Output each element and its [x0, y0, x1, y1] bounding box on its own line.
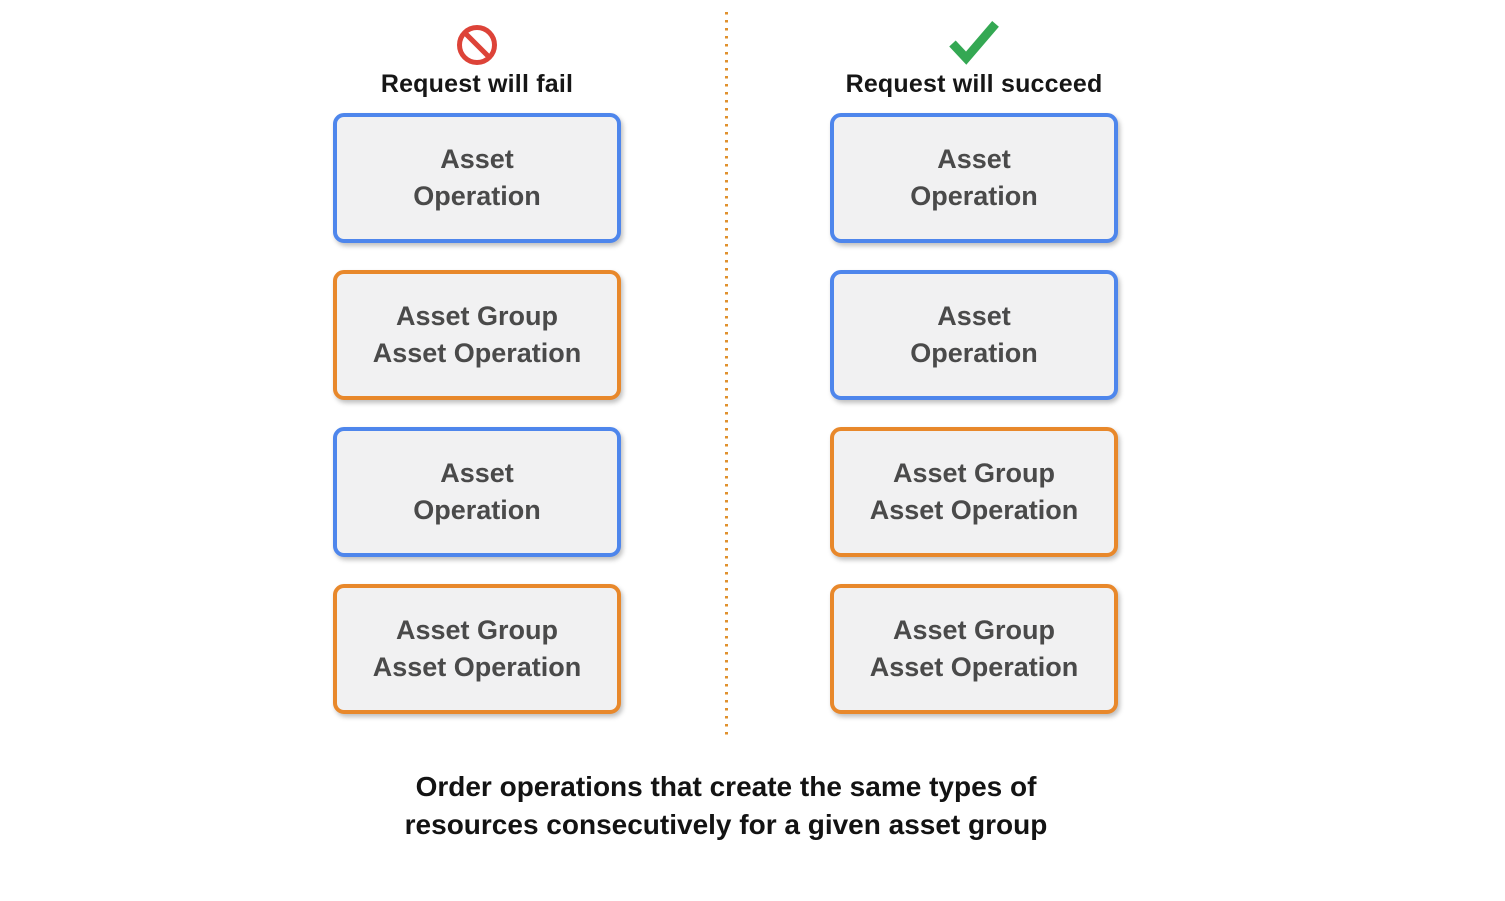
box-label: Asset Group Asset Operation [372, 301, 582, 368]
box-label: Asset Group Asset Operation [869, 615, 1079, 682]
box-label: Asset Operation [910, 301, 1038, 368]
fail-column: Request will fail Asset Operation Asset … [333, 18, 621, 741]
asset-operation-box: Asset Operation [333, 113, 621, 243]
column-divider [725, 12, 728, 740]
asset-operation-box: Asset Operation [830, 113, 1118, 243]
box-label: Asset Operation [910, 144, 1038, 211]
box-label: Asset Operation [413, 458, 541, 525]
asset-operation-box: Asset Operation [333, 427, 621, 557]
asset-group-asset-operation-box: Asset Group Asset Operation [333, 584, 621, 714]
succeed-column-title: Request will succeed [845, 70, 1103, 98]
check-icon [949, 21, 999, 65]
asset-group-asset-operation-box: Asset Group Asset Operation [830, 584, 1118, 714]
asset-group-asset-operation-box: Asset Group Asset Operation [830, 427, 1118, 557]
box-label: Asset Group Asset Operation [869, 458, 1079, 525]
succeed-column: Request will succeed Asset Operation Ass… [830, 18, 1118, 741]
fail-column-header: Request will fail [381, 18, 573, 113]
fail-column-title: Request will fail [380, 70, 574, 98]
prohibition-icon [457, 25, 497, 65]
box-label: Asset Operation [413, 144, 541, 211]
succeed-column-header: Request will succeed [846, 18, 1103, 113]
box-label: Asset Group Asset Operation [372, 615, 582, 682]
asset-group-asset-operation-box: Asset Group Asset Operation [333, 270, 621, 400]
asset-operation-box: Asset Operation [830, 270, 1118, 400]
diagram-caption: Order operations that create the same ty… [404, 771, 1048, 840]
